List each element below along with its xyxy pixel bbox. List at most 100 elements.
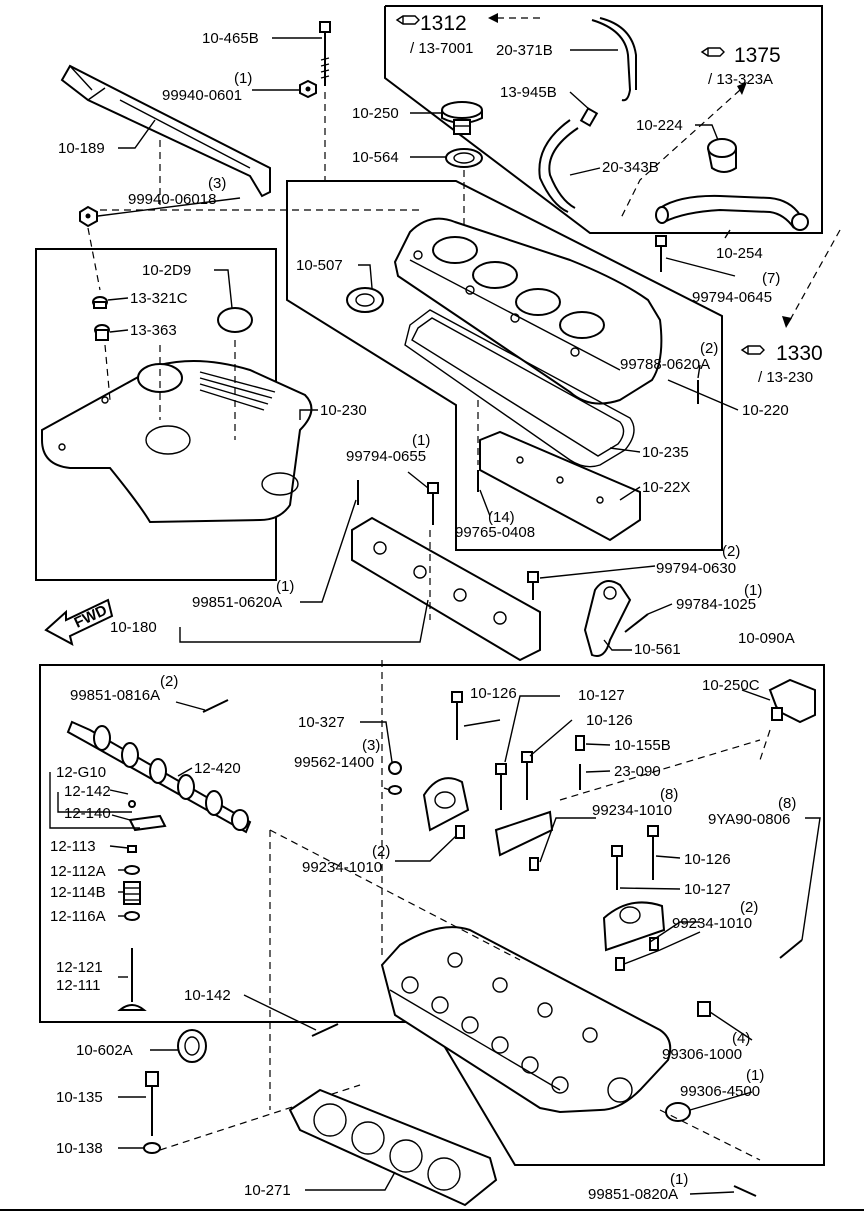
- callout-qty: (1): [744, 582, 762, 599]
- stud-10-155b: [575, 735, 585, 751]
- box-camshaft-valve-train: [39, 664, 825, 1166]
- callout-9ya90-0806: 9YA90-0806: [708, 811, 790, 828]
- callout-10-465b: 10-465B: [202, 30, 259, 47]
- bolt-99794-0645: [655, 235, 667, 272]
- callout-10-250: 10-250: [352, 105, 399, 122]
- bracket-10-250c: [768, 678, 816, 724]
- rocker-12-140: [128, 814, 167, 832]
- ref-1312-number: 1312: [420, 12, 467, 35]
- callout-10-224: 10-224: [636, 117, 683, 134]
- grommet-13-363: [94, 324, 110, 341]
- stud-99851-0820a: [733, 1185, 757, 1197]
- bolt-99794-0630: [527, 571, 539, 600]
- insulator-10-2d9: [217, 307, 253, 333]
- callout-10-127: 10-127: [578, 687, 625, 704]
- stud-99851-0816a: [202, 699, 229, 713]
- bolt-10-127-b: [611, 845, 623, 890]
- callout-99794-0645: 99794-0645: [692, 289, 772, 306]
- callout-99940-06018: 99940-06018: [128, 191, 216, 208]
- callout-12-111: 12-111: [56, 977, 100, 994]
- callout-12-420: 12-420: [194, 760, 241, 777]
- nut-99940-0601: [299, 79, 317, 99]
- bolt-10-126-a: [451, 691, 463, 740]
- callout-99851-0620a: 99851-0620A: [192, 594, 282, 611]
- bolt-10-126-c: [647, 825, 659, 880]
- callout-12-116a: 12-116A: [50, 908, 106, 925]
- book-icon: [740, 345, 765, 355]
- callout-12-121: 12-121: [56, 959, 103, 976]
- callout-23-090: 23-090: [614, 763, 661, 780]
- callout-13-945b: 13-945B: [500, 84, 557, 101]
- callout-99306-4500: 99306-4500: [680, 1083, 760, 1100]
- callout-labels: 10-465B (1) 99940-0601 10-189 (3) 99940-…: [50, 30, 796, 1203]
- callout-10-254: 10-254: [716, 245, 763, 262]
- callout-qty: (1): [670, 1171, 688, 1188]
- callout-10-138: 10-138: [56, 1140, 103, 1157]
- camshaft-12-420: [66, 720, 252, 834]
- callout-qty: (8): [778, 795, 796, 812]
- callout-10-602a: 10-602A: [76, 1042, 133, 1059]
- callout-10-250c: 10-250C: [702, 677, 760, 694]
- manifold-10-180: [351, 516, 541, 662]
- callout-qty: (1): [746, 1067, 764, 1084]
- bolt-99794-0655: [427, 482, 439, 525]
- gasket-10-235: [404, 309, 635, 468]
- plug-99306-4500: [665, 1102, 691, 1122]
- callout-99562-1400: 99562-1400: [294, 754, 374, 771]
- callout-10-180: 10-180: [110, 619, 157, 636]
- callout-10-564: 10-564: [352, 149, 399, 166]
- spring-seat-12-116a: [124, 911, 140, 921]
- callout-10-189: 10-189: [58, 140, 105, 157]
- grommet-13-321c: [92, 296, 108, 309]
- callout-99788-0620a: 99788-0620A: [620, 356, 710, 373]
- callout-12-113: 12-113: [50, 838, 96, 855]
- callout-10-327: 10-327: [298, 714, 345, 731]
- callout-99940-0601: 99940-0601: [162, 87, 242, 104]
- ref-arrow-1312: [488, 13, 540, 23]
- callout-qty: (3): [208, 175, 226, 192]
- ref-1312-sub: / 13-7001: [410, 40, 473, 57]
- cylinder-head: [380, 926, 672, 1114]
- callout-10-142: 10-142: [184, 987, 231, 1004]
- nut-99940-06018: [79, 205, 98, 228]
- callout-10-126: 10-126: [684, 851, 731, 868]
- callout-12-140: 12-140: [64, 805, 111, 822]
- ref-1330-sub: / 13-230: [758, 369, 813, 386]
- callout-10-090a: 10-090A: [738, 630, 795, 647]
- callout-99851-0816a: 99851-0816A: [70, 687, 160, 704]
- book-icon: [700, 47, 725, 57]
- callout-99306-1000: 99306-1000: [662, 1046, 742, 1063]
- callout-10-127: 10-127: [684, 881, 731, 898]
- ref-1330: 1330 / 13-230: [740, 342, 823, 386]
- ref-1375: 1375 / 13-323A: [700, 44, 781, 88]
- callout-13-321c: 13-321C: [130, 290, 188, 307]
- callout-qty: (14): [488, 509, 515, 526]
- callout-qty: (1): [276, 578, 294, 595]
- callout-qty: (1): [234, 70, 252, 87]
- callout-qty: (3): [362, 737, 380, 754]
- callout-10-235: 10-235: [642, 444, 689, 461]
- callout-10-230: 10-230: [320, 402, 367, 419]
- callout-qty: (4): [732, 1030, 750, 1047]
- callout-10-507: 10-507: [296, 257, 343, 274]
- fwd-arrow: FWD: [44, 598, 114, 646]
- bolt-10-127-a: [495, 763, 507, 810]
- callout-99234-1010: 99234-1010: [302, 859, 382, 876]
- valve-spring-12-114b: [123, 881, 141, 905]
- callout-20-371b: 20-371B: [496, 42, 553, 59]
- oil-filler-cap-10-250: [441, 101, 483, 135]
- box-cylinder-head-cover: [286, 180, 723, 551]
- callout-99784-1025: 99784-1025: [676, 596, 756, 613]
- callout-10-155b: 10-155B: [614, 737, 671, 754]
- callout-qty: (8): [660, 786, 678, 803]
- callout-12-114b: 12-114B: [50, 884, 106, 901]
- callout-10-22x: 10-22X: [642, 479, 690, 496]
- valve-12-121: [117, 948, 147, 1011]
- callout-99851-0820a: 99851-0820A: [588, 1186, 678, 1203]
- plug-10-327: [388, 761, 402, 775]
- washer-10-138: [143, 1142, 161, 1154]
- callout-13-363: 13-363: [130, 322, 177, 339]
- callout-10-126: 10-126: [586, 712, 633, 729]
- head-gasket-10-271: [288, 1088, 498, 1207]
- callout-qty: (7): [762, 270, 780, 287]
